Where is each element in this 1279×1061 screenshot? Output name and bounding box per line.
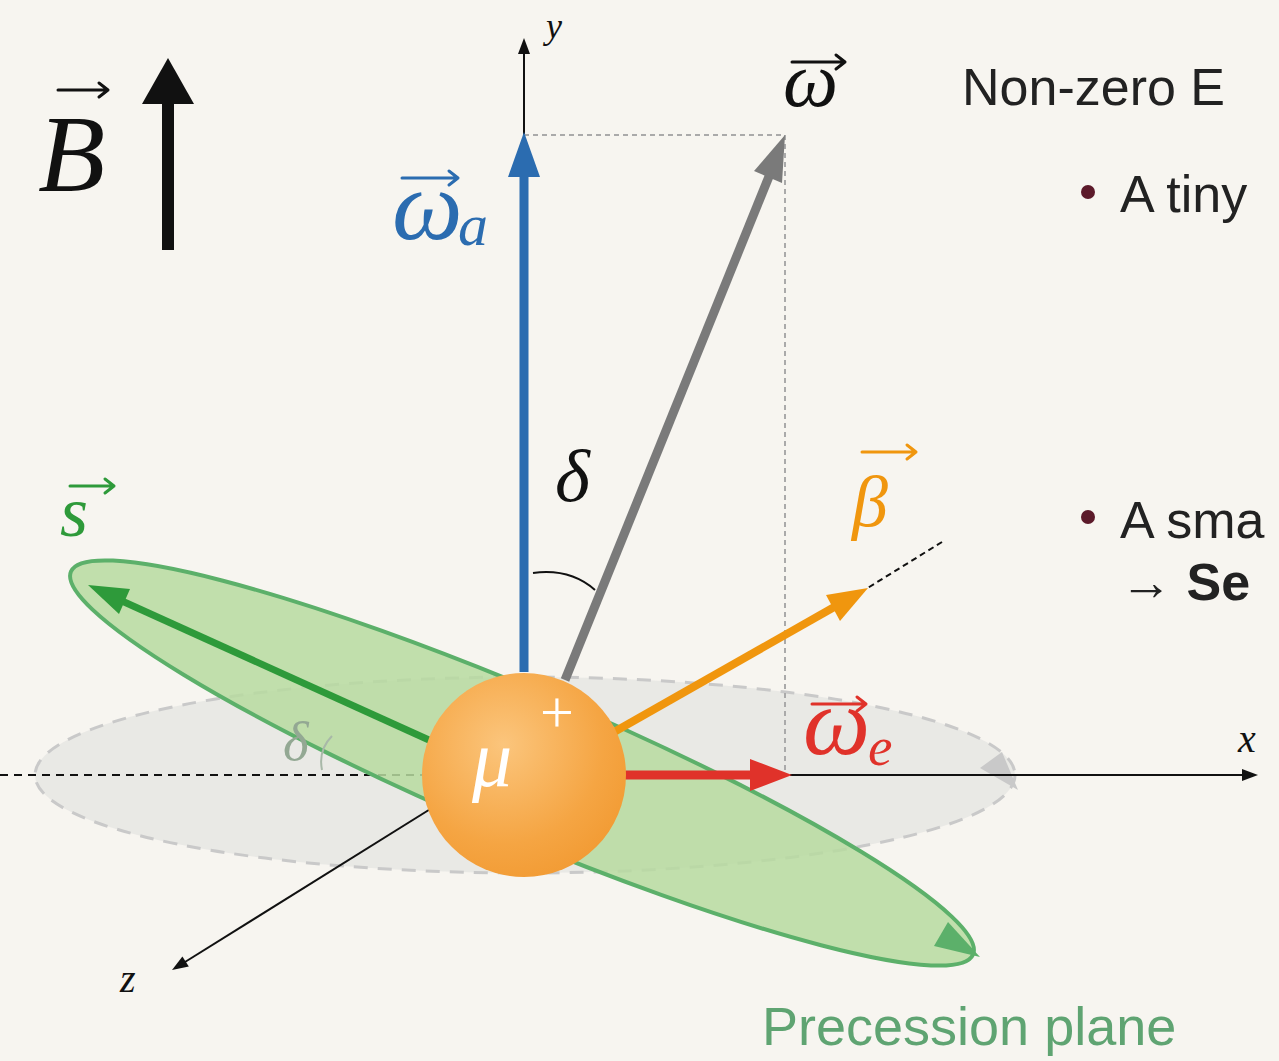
plane-label: Precession plane <box>762 999 1176 1053</box>
vector-subscript: a <box>458 195 488 255</box>
x-axis <box>0 774 422 776</box>
vector-accent <box>58 83 108 97</box>
particle-symbol: μ <box>472 719 512 799</box>
axis-label: z <box>120 959 136 999</box>
bullet <box>1081 510 1095 524</box>
vector-label: ω <box>392 156 463 256</box>
vector-label: ω <box>803 675 870 770</box>
vector-arrowhead <box>750 759 792 791</box>
plane-arrowhead <box>934 922 980 957</box>
vector-arrowhead <box>754 135 785 183</box>
bullet <box>1081 185 1095 199</box>
axis-label: x <box>1238 719 1256 759</box>
x-axis <box>790 774 1245 776</box>
vector-label: s <box>60 476 88 548</box>
bullet-text: A sma <box>1120 494 1265 546</box>
axis-arrowhead <box>1242 769 1258 781</box>
beta-vector <box>600 606 836 740</box>
heading-text: Non-zero E <box>962 61 1225 113</box>
vector-arrowhead <box>508 132 540 177</box>
bullet-text: → Se <box>1120 556 1250 608</box>
omega-a-vector <box>520 172 529 672</box>
spin-vector <box>122 601 440 745</box>
field-arrowhead <box>142 58 194 104</box>
projection-line <box>524 134 785 136</box>
angle-label: δ <box>283 714 309 769</box>
vector-subscript: e <box>868 719 892 774</box>
bullet-text: A tiny <box>1120 168 1247 220</box>
vector-accent <box>862 445 916 459</box>
omega-vector <box>565 174 770 680</box>
z-axis <box>185 803 440 962</box>
projection-line <box>784 135 786 773</box>
vector-label: β <box>852 466 888 538</box>
axis-arrowhead <box>172 956 189 970</box>
muon-circle: μ+ <box>422 673 626 877</box>
axis-label: y <box>546 8 562 44</box>
angle-label: δ <box>555 438 590 513</box>
field-label: B <box>38 99 105 209</box>
angle-arc <box>321 736 332 770</box>
beta-extension <box>866 542 942 589</box>
field-arrow <box>162 100 174 250</box>
omega-e-vector <box>620 771 754 780</box>
orbit-arrowhead <box>980 752 1018 790</box>
charge-sign: + <box>540 682 574 742</box>
axis-arrowhead <box>518 38 530 54</box>
vector-arrowhead <box>88 585 130 614</box>
angle-arc <box>533 572 595 590</box>
vector-label: ω <box>783 41 838 119</box>
vector-arrowhead <box>826 588 868 621</box>
